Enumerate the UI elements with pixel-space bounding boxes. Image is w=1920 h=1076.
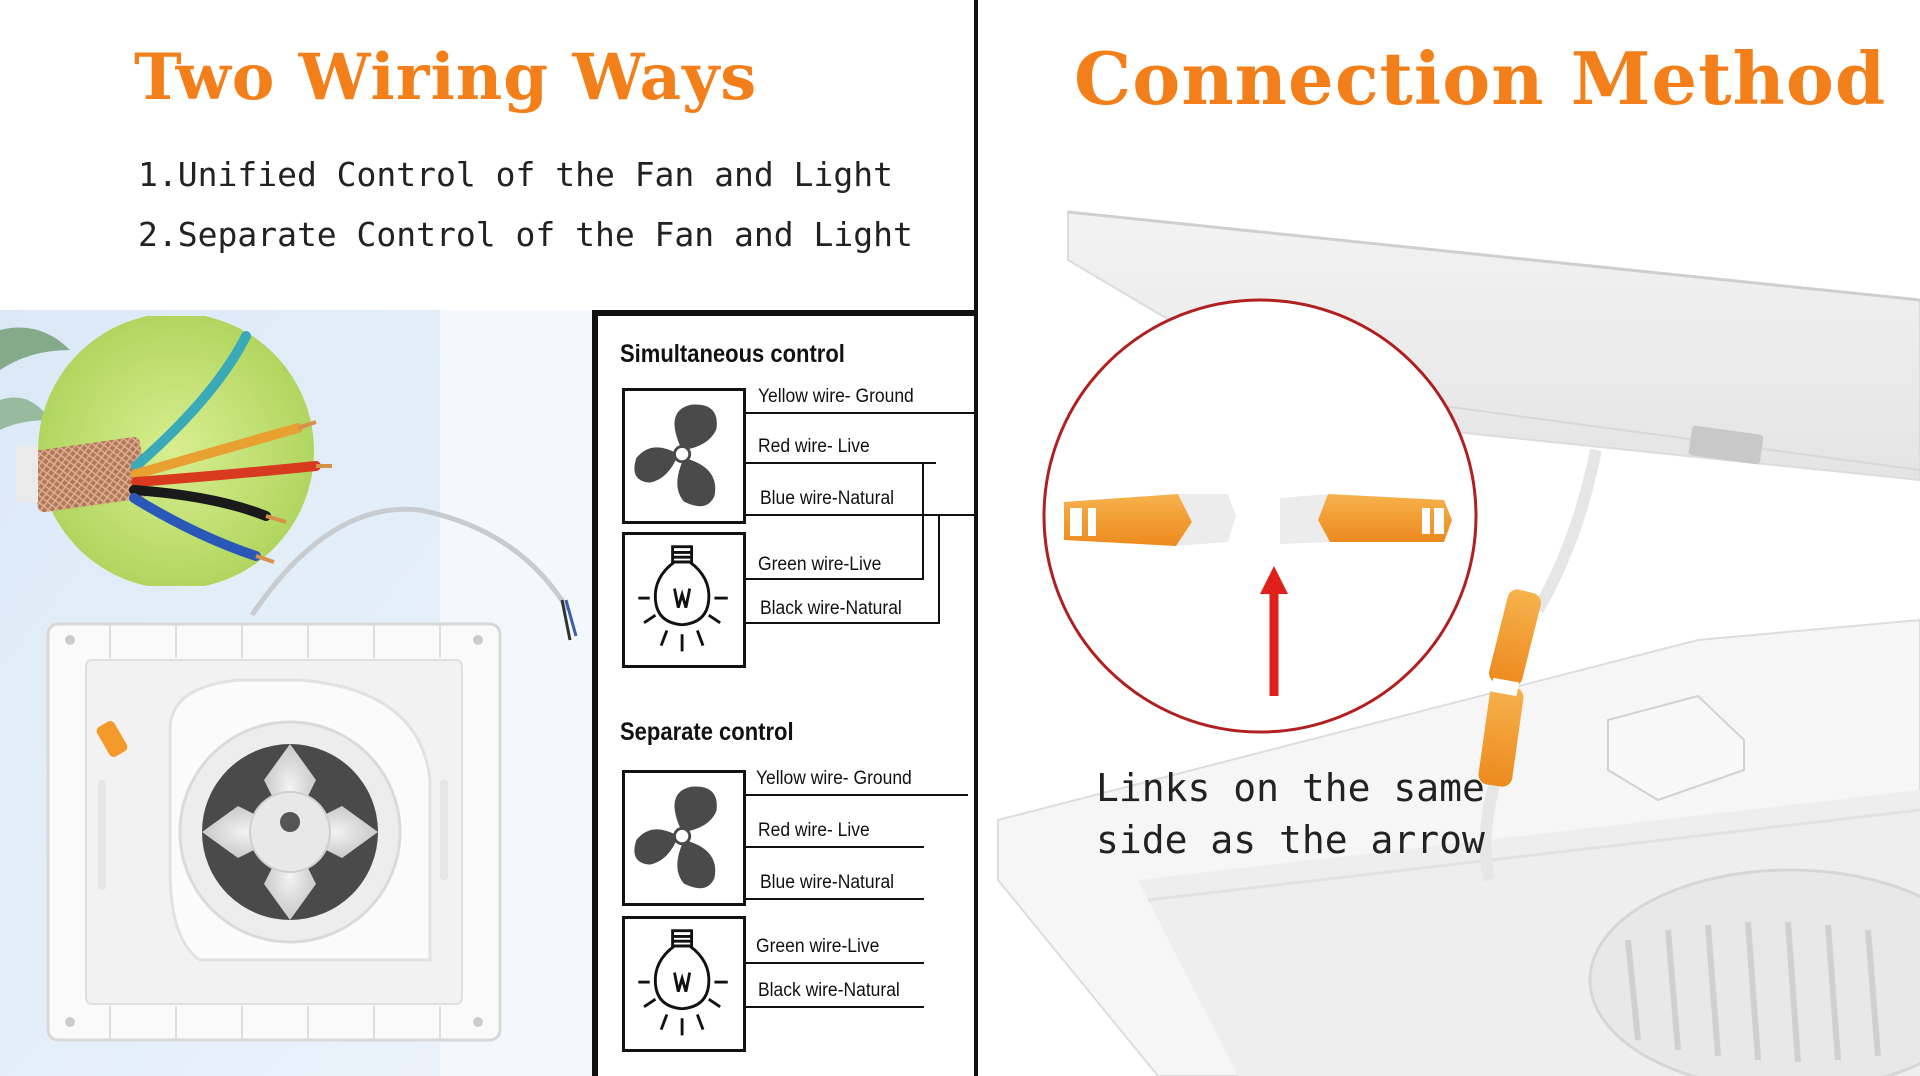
method-unified: 1.Unified Control of the Fan and Light	[138, 155, 893, 194]
wire-label-green-live-2: Green wire-Live	[756, 936, 880, 957]
arrow-instruction-note: Links on the same side as the arrow	[1096, 762, 1485, 866]
wire-label-yellow-ground: Yellow wire- Ground	[758, 386, 914, 407]
note-line-2: side as the arrow	[1096, 818, 1485, 862]
separate-control-title: Separate control	[620, 718, 794, 746]
wire-label-black-natural: Black wire-Natural	[760, 598, 902, 619]
wire-label-blue-natural: Blue wire-Natural	[760, 488, 895, 509]
connection-method-title: Connection Method	[1074, 36, 1887, 121]
method-separate: 2.Separate Control of the Fan and Light	[138, 215, 913, 254]
fan-symbol-box	[622, 388, 746, 524]
wiring-schematic: Simultaneous control	[592, 310, 974, 1076]
wiring-ways-title: Two Wiring Ways	[134, 40, 758, 115]
fan-icon	[634, 404, 717, 507]
left-panel: Two Wiring Ways 1.Unified Control of the…	[0, 40, 974, 1076]
panel-divider	[974, 0, 978, 1076]
bulb-symbol-box	[622, 532, 746, 668]
cable-cross-section-illustration	[16, 316, 332, 586]
wire-label-red-live-2: Red wire- Live	[758, 820, 870, 841]
simultaneous-control-title: Simultaneous control	[620, 340, 845, 368]
bulb-icon	[638, 929, 728, 1036]
wire-label-green-live: Green wire-Live	[758, 554, 882, 575]
connector-installation-illustration	[997, 210, 1920, 1076]
wire-label-black-natural-2: Black wire-Natural	[758, 980, 900, 1001]
right-panel: Connection Method Links on the same side…	[978, 0, 1920, 1076]
wire-label-red-live: Red wire- Live	[758, 436, 870, 457]
note-line-1: Links on the same	[1096, 766, 1485, 810]
bulb-symbol-box-2	[622, 916, 746, 1052]
fan-symbol-box-2	[622, 770, 746, 906]
fan-icon	[634, 786, 717, 889]
wire-label-blue-natural-2: Blue wire-Natural	[760, 872, 895, 893]
bulb-icon	[638, 545, 728, 652]
wire-label-yellow-ground-2: Yellow wire- Ground	[756, 768, 912, 789]
